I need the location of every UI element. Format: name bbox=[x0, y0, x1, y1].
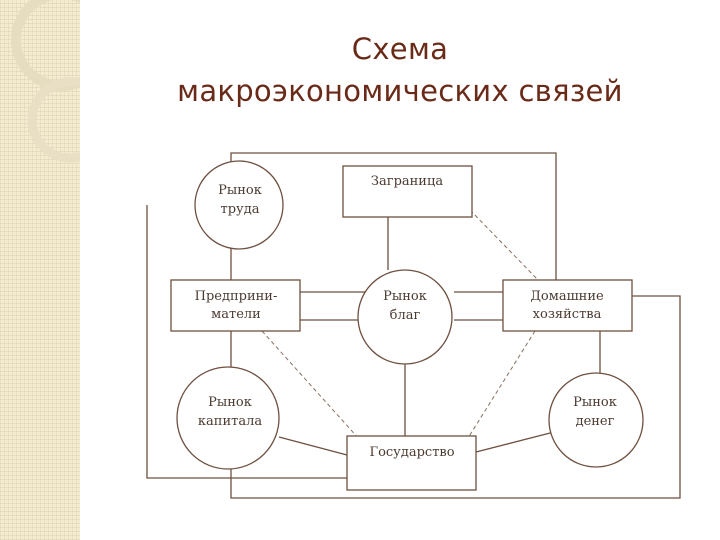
dash-abroad-households bbox=[469, 209, 541, 283]
node-entrepreneurs bbox=[170, 279, 301, 332]
title-line-2: макроэкономических связей bbox=[177, 74, 623, 108]
label-labor-market-1: Рынок bbox=[218, 183, 262, 198]
line-bottom-loop bbox=[230, 295, 681, 499]
label-abroad: Заграница bbox=[371, 174, 443, 189]
dash-households-state bbox=[467, 330, 536, 439]
label-goods-market-2: благ bbox=[390, 308, 421, 323]
node-money-market bbox=[548, 372, 644, 468]
node-abroad bbox=[342, 165, 473, 218]
node-households bbox=[502, 279, 633, 332]
node-goods-market bbox=[357, 269, 453, 365]
title-line-1: Схема bbox=[351, 32, 449, 66]
node-state bbox=[346, 435, 477, 491]
label-households-2: хозяйства bbox=[533, 307, 602, 322]
label-money-market-1: Рынок bbox=[573, 395, 617, 410]
diagram-dashed-lines bbox=[261, 209, 541, 441]
label-capital-market-1: Рынок bbox=[208, 395, 252, 410]
dash-entrepreneurs-state bbox=[261, 330, 361, 441]
decorative-side-strip bbox=[0, 0, 80, 540]
page-title: Схема макроэкономических связей bbox=[110, 28, 690, 112]
line-money-state bbox=[475, 431, 555, 453]
line-capital-state bbox=[278, 436, 348, 456]
label-capital-market-2: капитала bbox=[198, 414, 262, 429]
label-goods-market-1: Рынок bbox=[383, 289, 427, 304]
label-labor-market-2: труда bbox=[221, 202, 260, 217]
label-entrepreneurs-2: матели bbox=[211, 307, 261, 322]
line-left-loop bbox=[146, 205, 347, 479]
label-households-1: Домашние bbox=[530, 289, 604, 304]
label-state: Государство bbox=[369, 445, 454, 460]
label-entrepreneurs-1: Предприни- bbox=[195, 289, 278, 304]
decorative-rings bbox=[11, 0, 80, 163]
node-capital-market bbox=[176, 366, 280, 470]
label-money-market-2: денег bbox=[576, 414, 615, 429]
node-labor-market bbox=[194, 160, 284, 250]
